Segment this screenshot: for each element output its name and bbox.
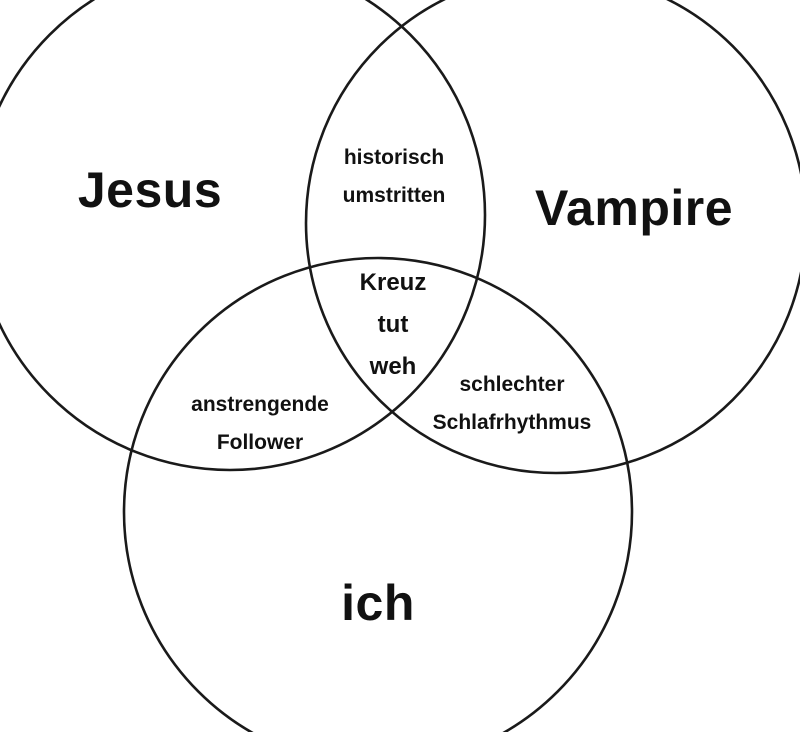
label-vampire-ich: schlechter Schlafrhythmus: [433, 366, 592, 442]
label-all-three-line-1: Kreuz: [359, 269, 427, 296]
label-vampire-ich-line-1: schlechter: [459, 373, 565, 396]
label-jesus-ich: anstrengende Follower: [191, 386, 329, 462]
label-all-three: Kreuz tut weh: [360, 262, 427, 388]
label-jesus-vampire: historisch umstritten: [343, 139, 446, 215]
label-all-three-line-3: weh: [369, 353, 417, 380]
label-jesus-ich-line-2: Follower: [216, 431, 304, 454]
label-vampire-ich-line-2: Schlafrhythmus: [432, 411, 592, 434]
label-jesus-ich-line-1: anstrengende: [191, 393, 329, 416]
circle-vampire: [304, 0, 800, 475]
label-jesus: Jesus: [77, 162, 223, 218]
circle-jesus: [0, 0, 487, 472]
label-ich: ich: [341, 575, 415, 631]
label-all-three-line-2: tut: [377, 311, 409, 338]
label-jesus-vampire-line-1: historisch: [343, 146, 445, 169]
label-vampire: Vampire: [534, 180, 734, 236]
circle-ich: [122, 256, 634, 732]
label-jesus-vampire-line-2: umstritten: [342, 184, 446, 207]
